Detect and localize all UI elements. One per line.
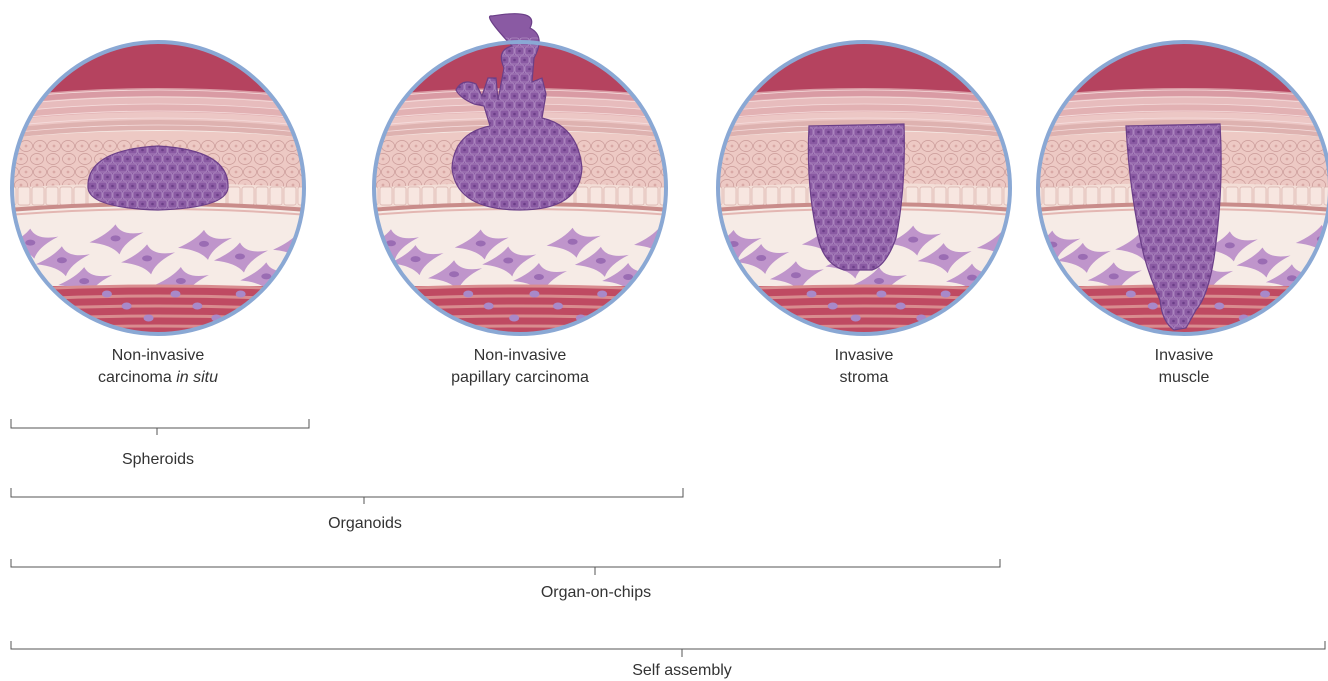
label-spheroids: Spheroids xyxy=(8,451,308,469)
label-self-assembly: Self assembly xyxy=(532,662,832,680)
label-organ-on-chips: Organ-on-chips xyxy=(446,584,746,602)
label-organoids: Organoids xyxy=(215,515,515,533)
bracket-organoids xyxy=(11,488,683,504)
bracket-organ-on-chips xyxy=(11,559,1000,575)
bracket-self-assembly xyxy=(11,641,1325,657)
bracket-spheroids xyxy=(11,419,309,435)
